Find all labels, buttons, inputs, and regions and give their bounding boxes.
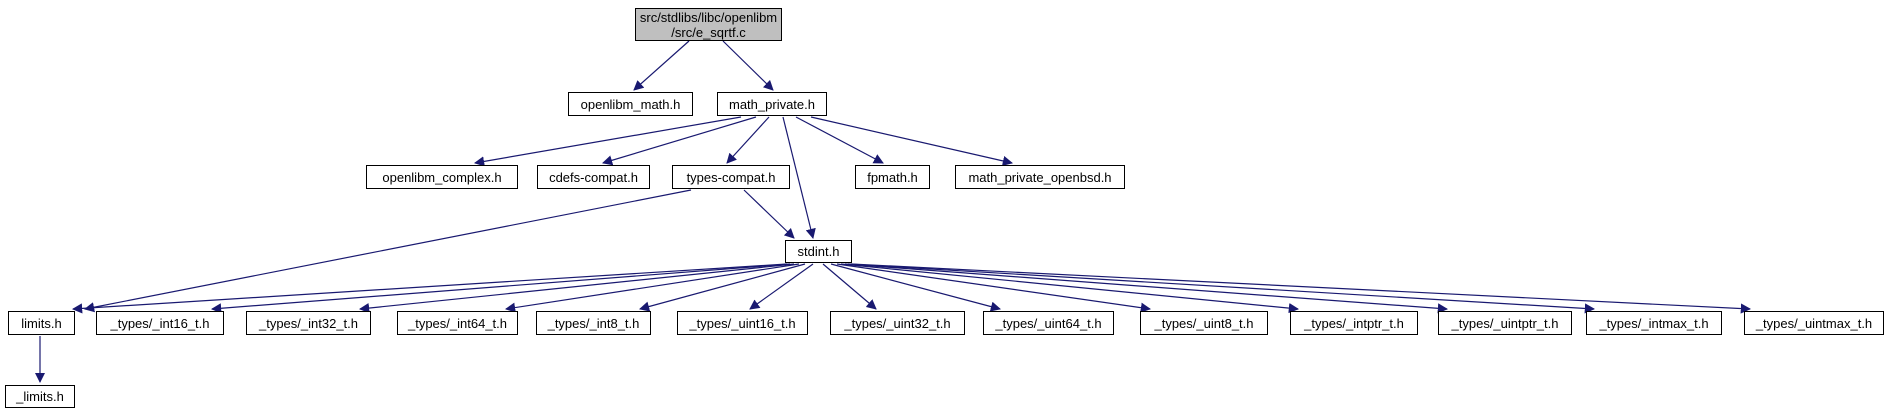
edge-types-compat-limits bbox=[83, 189, 692, 313]
edge-math-private-openlibm-complex bbox=[473, 116, 742, 167]
node-openlibm-complex-h[interactable]: openlibm_complex.h bbox=[366, 165, 518, 189]
edge-stdint-uint16 bbox=[749, 263, 814, 310]
edge-math-private-stdint bbox=[782, 116, 816, 239]
node-types-uint16-t-h[interactable]: _types/_uint16_t.h bbox=[677, 311, 808, 335]
edge-math-private-types-compat bbox=[726, 116, 770, 164]
edge-stdint-limits bbox=[71, 263, 788, 314]
node-types-uint8-t-h[interactable]: _types/_uint8_t.h bbox=[1140, 311, 1268, 335]
edge-root-openlibm-math bbox=[633, 40, 690, 91]
edge-types-compat-stdint bbox=[743, 189, 795, 239]
edge-math-private-math-private-openbsd bbox=[810, 116, 1013, 166]
node-types-intptr-t-h[interactable]: _types/_intptr_t.h bbox=[1290, 311, 1418, 335]
node-cdefs-compat-h[interactable]: cdefs-compat.h bbox=[537, 165, 650, 189]
edge-math-private-fpmath bbox=[795, 116, 884, 164]
node--limits-h[interactable]: _limits.h bbox=[5, 385, 75, 408]
node-types-uint64-t-h[interactable]: _types/_uint64_t.h bbox=[983, 311, 1114, 335]
edge-stdint-uintptr bbox=[844, 263, 1449, 314]
edge-stdint-int64 bbox=[504, 263, 800, 313]
node-types-int32-t-h[interactable]: _types/_int32_t.h bbox=[246, 311, 371, 335]
edge-stdint-int16 bbox=[210, 263, 791, 314]
edge-stdint-intptr bbox=[840, 263, 1300, 314]
node-math-private-openbsd-h[interactable]: math_private_openbsd.h bbox=[955, 165, 1125, 189]
edge-stdint-uintmax bbox=[850, 263, 1752, 314]
node-types-uintptr-t-h[interactable]: _types/_uintptr_t.h bbox=[1438, 311, 1572, 335]
node-types-int16-t-h[interactable]: _types/_int16_t.h bbox=[96, 311, 224, 335]
edge-root-math-private bbox=[722, 40, 774, 91]
edge-math-private-cdefs-compat bbox=[602, 116, 757, 166]
edge-stdint-int32 bbox=[358, 263, 795, 314]
edge-stdint-uint32 bbox=[822, 263, 877, 310]
node-types-compat-h[interactable]: types-compat.h bbox=[672, 165, 790, 189]
edge-stdint-int8 bbox=[639, 263, 806, 312]
node-types-uintmax-t-h[interactable]: _types/_uintmax_t.h bbox=[1744, 311, 1884, 335]
node-types-intmax-t-h[interactable]: _types/_intmax_t.h bbox=[1586, 311, 1722, 335]
node-types-int8-t-h[interactable]: _types/_int8_t.h bbox=[536, 311, 651, 335]
node-stdint-h[interactable]: stdint.h bbox=[785, 240, 852, 263]
node-fpmath-h[interactable]: fpmath.h bbox=[855, 165, 930, 189]
node-types-int64-t-h[interactable]: _types/_int64_t.h bbox=[397, 311, 518, 335]
node-openlibm-math-h[interactable]: openlibm_math.h bbox=[568, 92, 693, 116]
node-e-sqrtf-c[interactable]: src/stdlibs/libc/openlibm /src/e_sqrtf.c bbox=[635, 8, 782, 41]
node-types-uint32-t-h[interactable]: _types/_uint32_t.h bbox=[830, 311, 965, 335]
edge-stdint-intmax bbox=[847, 263, 1596, 314]
node-limits-h[interactable]: limits.h bbox=[8, 311, 75, 335]
edge-stdint-uint8 bbox=[836, 263, 1152, 313]
edge-stdint-uint64 bbox=[830, 263, 1001, 312]
node-math-private-h[interactable]: math_private.h bbox=[717, 92, 827, 116]
